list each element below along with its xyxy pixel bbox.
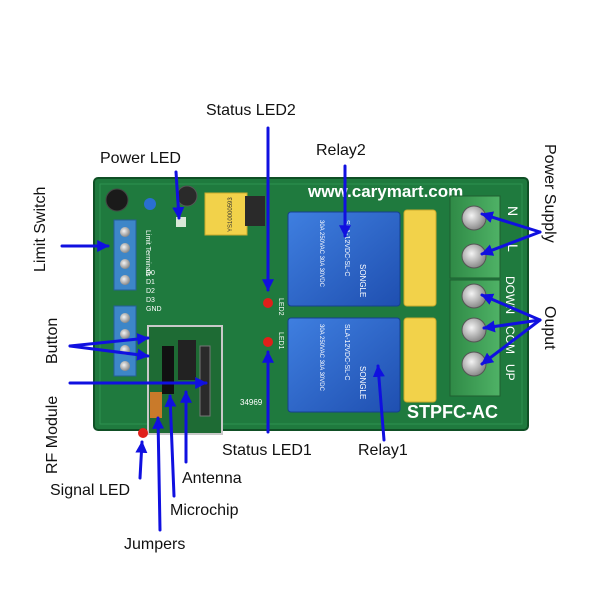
label-relay2: Relay2 xyxy=(316,142,366,159)
signal-led xyxy=(138,428,148,438)
jumper-block xyxy=(150,392,162,418)
arrow-power-supply-2 xyxy=(480,230,542,256)
arrow-signal-led xyxy=(135,440,148,480)
led1-mark: LED1 xyxy=(277,332,284,350)
arrow-microchip xyxy=(164,394,177,498)
svg-text:30A 250VAC 30A 30VDC: 30A 250VAC 30A 30VDC xyxy=(318,220,324,288)
label-rf-module: RF Module xyxy=(44,395,61,474)
capacitor-bottom xyxy=(403,317,437,403)
terminal-up: UP xyxy=(503,364,517,381)
regulator-code: YS10000593 xyxy=(228,197,234,232)
power-terminal-screws xyxy=(461,205,487,269)
board-model: STPFC-AC xyxy=(407,402,498,422)
label-power-supply: Power Supply xyxy=(541,144,558,243)
pcb-inner-edge xyxy=(99,183,523,425)
arrow-ouput-3 xyxy=(480,318,542,366)
arrow-relay1 xyxy=(372,364,386,442)
power-led-marker xyxy=(176,217,186,227)
limit-terminal-block xyxy=(113,219,137,291)
svg-text:SONGLE: SONGLE xyxy=(358,366,367,399)
terminal-n: N xyxy=(505,206,521,216)
label-signal-led: Signal LED xyxy=(50,482,131,499)
status-led1 xyxy=(263,337,273,347)
terminal-l: L xyxy=(505,244,521,252)
svg-text:GND: GND xyxy=(146,306,162,313)
arrow-power-led xyxy=(172,170,185,220)
arrow-button-1 xyxy=(68,333,150,348)
board-url: www.carymart.com xyxy=(307,182,463,201)
status-led2 xyxy=(263,298,273,308)
arrow-jumpers xyxy=(152,416,165,532)
capacitor-top xyxy=(403,209,437,307)
arrow-ouput-1 xyxy=(480,293,542,322)
label-power-led: Power LED xyxy=(100,150,181,167)
power-inductor xyxy=(176,185,198,207)
label-microchip: Microchip xyxy=(170,502,239,519)
rf-module-crystal xyxy=(199,345,211,417)
label-ouput: Ouput xyxy=(541,306,558,350)
arrow-power-supply-1 xyxy=(480,211,542,234)
svg-text:D2: D2 xyxy=(146,288,155,295)
label-button: Button xyxy=(44,317,61,364)
microchip xyxy=(162,346,174,394)
svg-text:30A 250VAC 30A 30VDC: 30A 250VAC 30A 30VDC xyxy=(318,324,324,392)
blue-capacitor xyxy=(144,198,156,210)
svg-text:D0: D0 xyxy=(146,270,155,277)
pin-labels-top: D0 D1 D2 D3 GND xyxy=(146,270,162,313)
arrow-ouput-2 xyxy=(482,318,542,333)
board-serial: 34969 xyxy=(240,398,263,407)
svg-text:SONGLE: SONGLE xyxy=(358,264,367,297)
label-status-led2: Status LED2 xyxy=(206,102,296,119)
led2-mark: LED2 xyxy=(277,298,284,316)
limit-terminals-text: Limit Terminals xyxy=(144,230,151,277)
svg-text:D1: D1 xyxy=(146,279,155,286)
arrow-button-2 xyxy=(68,344,150,361)
svg-text:D3: D3 xyxy=(146,297,155,304)
label-jumpers: Jumpers xyxy=(124,536,186,553)
limit-terminal-screws xyxy=(120,227,130,285)
electrolytic-capacitor xyxy=(105,188,129,212)
relay1: SONGLE SLA-12VDC-SL-C 30A 250VAC 30A 30V… xyxy=(287,317,401,413)
rf-module-chip xyxy=(178,340,196,380)
regulator-chip xyxy=(204,192,248,236)
label-antenna: Antenna xyxy=(182,470,242,487)
svg-text:SLA-12VDC-SL-C: SLA-12VDC-SL-C xyxy=(343,220,350,276)
label-relay1: Relay1 xyxy=(358,442,408,459)
label-limit-switch: Limit Switch xyxy=(32,186,49,272)
resistor xyxy=(245,196,265,226)
label-status-led1: Status LED1 xyxy=(222,442,312,459)
svg-text:SLA-12VDC-SL-C: SLA-12VDC-SL-C xyxy=(343,324,350,380)
annotation-arrows xyxy=(60,126,542,532)
